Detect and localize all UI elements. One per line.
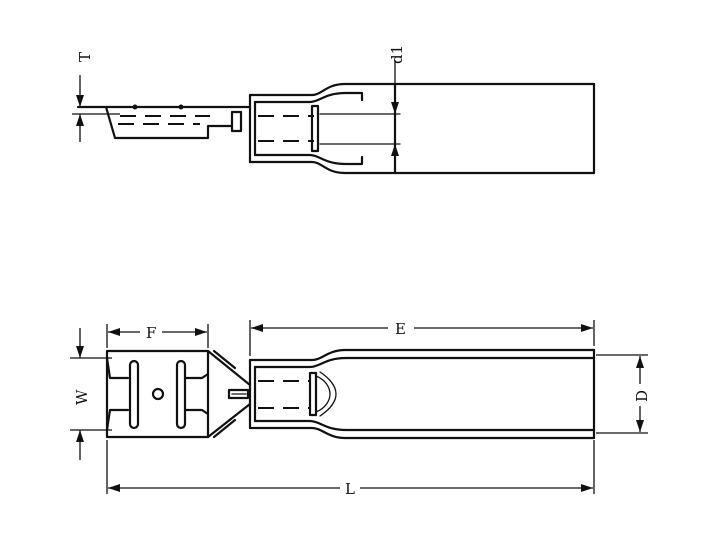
label-E: E	[395, 320, 406, 338]
dimension-D	[596, 354, 650, 434]
dimension-E	[249, 318, 595, 356]
side-view	[72, 60, 596, 175]
dimension-F	[106, 322, 209, 348]
label-F: F	[146, 324, 156, 342]
label-L: L	[345, 480, 355, 498]
dimension-L	[106, 440, 595, 498]
label-T: T	[76, 52, 94, 62]
label-d1: d1	[388, 45, 406, 64]
top-view	[105, 348, 596, 440]
dimension-W	[70, 328, 112, 460]
label-W: W	[73, 389, 91, 405]
label-D: D	[633, 390, 651, 402]
